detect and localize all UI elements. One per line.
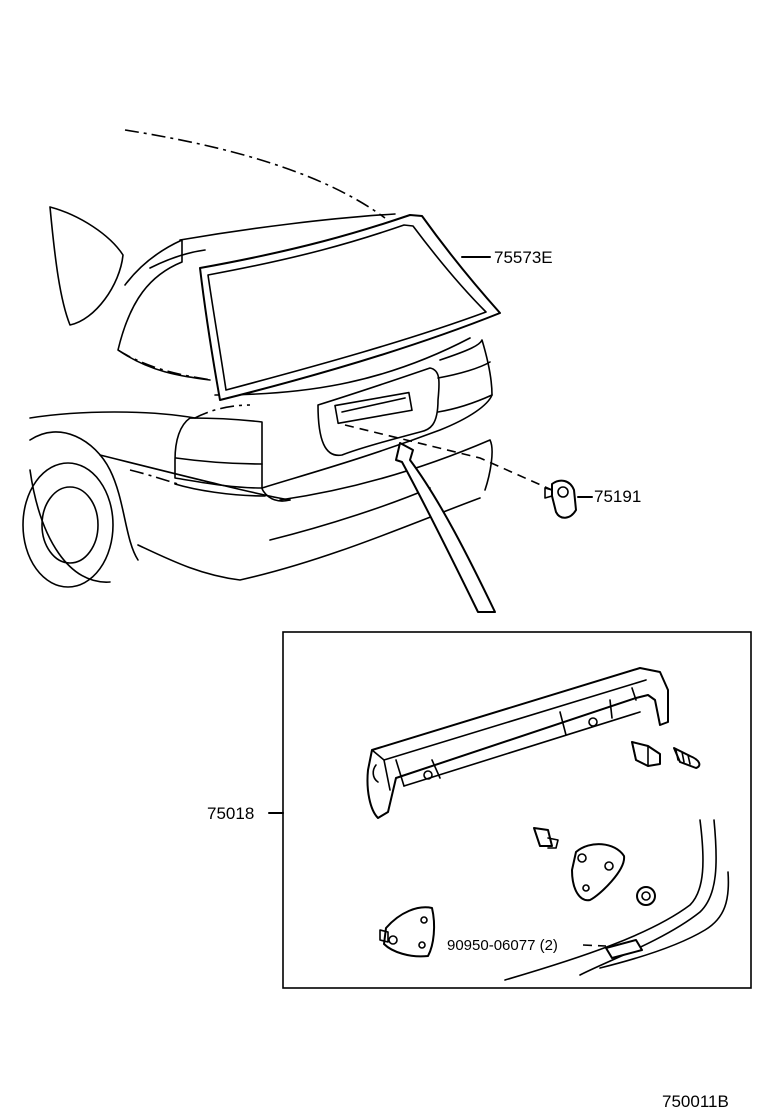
garnish-assembly-detail bbox=[366, 667, 669, 819]
nut-clip-upper bbox=[631, 741, 661, 767]
bolt-mid bbox=[533, 827, 559, 849]
clip-leader-dashed bbox=[344, 424, 553, 491]
bracket-plate-left bbox=[379, 906, 436, 958]
detail-arrow bbox=[395, 442, 496, 613]
detail-box bbox=[282, 631, 752, 989]
callout-garnish-assembly: 75018 bbox=[207, 804, 255, 823]
callout-back-window-glass: 75573E bbox=[494, 248, 553, 267]
clip-part bbox=[544, 479, 577, 519]
hatch-edge-detail bbox=[504, 819, 730, 981]
vehicle-rear-illustration bbox=[22, 129, 501, 588]
callout-nut: 90950-06077 (2) bbox=[447, 937, 558, 954]
garnish-outline bbox=[317, 367, 440, 457]
bracket-plate-right bbox=[571, 843, 626, 902]
callout-clip: 75191 bbox=[594, 487, 642, 506]
figure-code: 750011B bbox=[662, 1092, 729, 1111]
nut-small bbox=[636, 886, 656, 906]
screw-right bbox=[673, 747, 701, 769]
